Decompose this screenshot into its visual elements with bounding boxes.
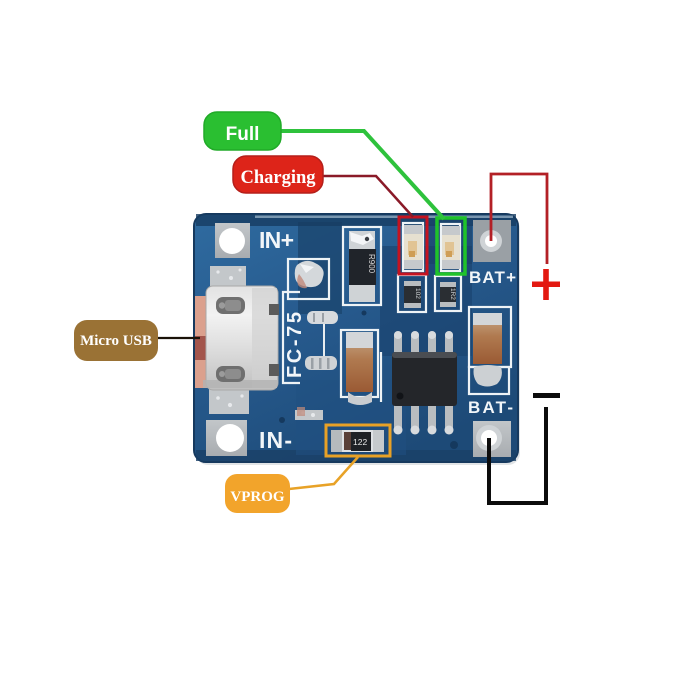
svg-text:1R2: 1R2 — [449, 288, 456, 300]
svg-text:VPROG: VPROG — [230, 489, 284, 505]
svg-text:IN+: IN+ — [259, 227, 294, 253]
svg-text:Charging: Charging — [240, 168, 316, 188]
svg-text:Micro USB: Micro USB — [80, 333, 152, 349]
svg-text:122: 122 — [353, 437, 367, 447]
svg-text:102: 102 — [414, 288, 421, 299]
svg-text:R900: R900 — [367, 254, 376, 274]
svg-text:Full: Full — [226, 124, 260, 145]
svg-text:BAT-: BAT- — [468, 398, 513, 417]
svg-text:FC-75: FC-75 — [284, 312, 306, 378]
svg-text:BAT+: BAT+ — [469, 268, 516, 287]
svg-text:IN-: IN- — [259, 427, 292, 453]
